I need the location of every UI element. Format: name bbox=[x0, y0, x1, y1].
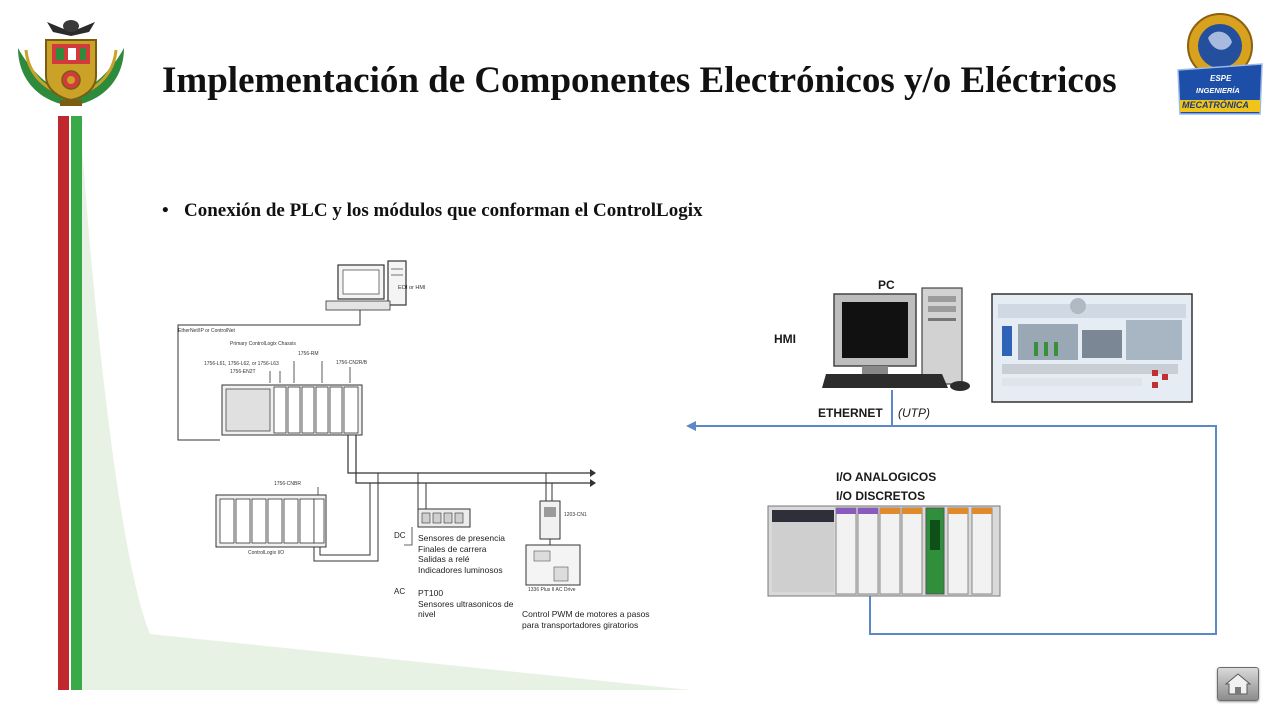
bullet-marker: • bbox=[162, 200, 169, 221]
list-item: Salidas a relé bbox=[418, 554, 470, 564]
logo-espe-text: ESPE bbox=[1210, 74, 1232, 83]
dc-device-list: Sensores de presencia Finales de carrera… bbox=[418, 533, 505, 575]
espe-mecatronica-logo: ESPE INGENIERÍA MECATRÓNICA bbox=[1172, 8, 1268, 118]
plc-hmi-diagram: PC HMI ETHERNET (UTP) I/O ANALOGICOS I/O… bbox=[686, 270, 1226, 640]
home-button[interactable] bbox=[1217, 667, 1259, 701]
cnbr-module-label: 1756-CNBR bbox=[274, 481, 301, 487]
left-diagram-drawing bbox=[177, 260, 596, 586]
list-item: Indicadores luminosos bbox=[418, 564, 503, 575]
logo-ingenieria-text: INGENIERÍA bbox=[1196, 86, 1240, 95]
en2t-module-label: 1756-EN2T bbox=[230, 369, 256, 375]
list-item: Sensores de presencia bbox=[418, 533, 505, 543]
list-item: Finales de carrera bbox=[418, 543, 487, 554]
ac-label: AC bbox=[394, 587, 406, 596]
controllogix-network-diagram: EOI or HMI EtherNet/IP or ControlNet Pri… bbox=[150, 255, 670, 635]
io-modules bbox=[835, 507, 993, 595]
green-stripe bbox=[71, 116, 82, 690]
ethernet-cable-line bbox=[692, 425, 1217, 635]
pt100-label: PT100 bbox=[418, 588, 444, 598]
home-icon bbox=[1224, 673, 1252, 695]
dc-label: DC bbox=[394, 531, 406, 540]
keyboard-icon bbox=[822, 374, 948, 388]
logo-mecatronica-text: MECATRÓNICA bbox=[1182, 100, 1249, 110]
pc-label: PC bbox=[878, 278, 895, 292]
utp-label: (UTP) bbox=[898, 406, 930, 420]
hmi-label: HMI bbox=[774, 332, 796, 346]
eoi-hmi-label: EOI or HMI bbox=[398, 285, 426, 291]
ac-drive-label: 1336 Plus II AC Drive bbox=[528, 587, 576, 593]
cn1-module-label: 1203-CN1 bbox=[564, 512, 587, 518]
controller-module-label: 1756-L61, 1756-L62, or 1756-L63 bbox=[204, 361, 279, 367]
slide-title: Implementación de Componentes Electrónic… bbox=[162, 60, 1117, 101]
list-item: nivel bbox=[418, 609, 436, 619]
controllogix-io-label: ControlLogix I/O bbox=[248, 550, 285, 556]
network-label: EtherNet/IP or ControlNet bbox=[178, 328, 235, 334]
cn2r-module-label: 1756-CN2R/B bbox=[336, 360, 368, 366]
university-coat-of-arms-logo bbox=[18, 20, 124, 106]
red-stripe bbox=[58, 116, 69, 690]
rm-module-label: 1756-RM bbox=[298, 351, 319, 357]
green-wave-shape bbox=[80, 120, 690, 690]
bullet-text: Conexión de PLC y los módulos que confor… bbox=[184, 200, 703, 221]
list-item: Sensores ultrasonicos de bbox=[418, 598, 514, 609]
list-item: Control PWM de motores a pasos bbox=[522, 609, 650, 619]
ethernet-arrow-icon bbox=[686, 421, 696, 431]
pc-tower-icon bbox=[921, 287, 963, 385]
io-analog-label: I/O ANALOGICOS bbox=[836, 470, 937, 484]
list-item: para transportadores giratorios bbox=[522, 619, 639, 630]
mouse-icon bbox=[950, 381, 970, 391]
pwm-description: Control PWM de motores a pasos para tran… bbox=[522, 609, 650, 630]
chassis-label: Primary ControlLogix Chassis bbox=[230, 341, 296, 347]
pt100-block: PT100 Sensores ultrasonicos de nivel bbox=[418, 588, 513, 620]
right-diagram-drawing bbox=[686, 287, 1217, 635]
io-discrete-label: I/O DISCRETOS bbox=[836, 489, 926, 503]
ethernet-label: ETHERNET bbox=[818, 406, 883, 420]
bullet-item: • Conexión de PLC y los módulos que confo… bbox=[162, 200, 703, 222]
